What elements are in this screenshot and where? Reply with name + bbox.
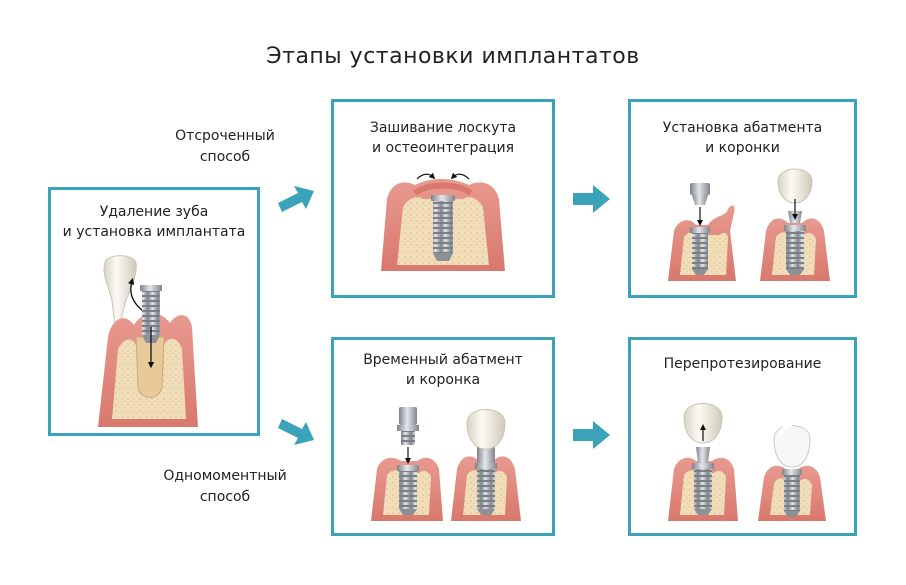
delayed-method-label: Отсроченный способ (175, 128, 275, 165)
arrow-removal-to-temporary (278, 419, 314, 445)
arrow-temporary-to-reprosthetics (573, 421, 610, 449)
suturing-illustration (381, 172, 505, 271)
stage-label-abutment-install: Установка абатмента и коронки (662, 120, 823, 156)
stage-label-removal: Удаление зуба и установка имплантата (62, 204, 246, 240)
stage-box-reprosthetics: Перепротезирование (628, 337, 857, 536)
temporary-abutment-illustration (371, 407, 521, 521)
stage-label-temporary: Временный абатмент и коронка (363, 352, 523, 388)
arrow-removal-to-suturing (278, 186, 314, 212)
stage-box-abutment-install: Установка абатмента и коронки (628, 99, 857, 298)
stage-box-suturing: Зашивание лоскута и остеоинтеграция (331, 99, 555, 298)
immediate-method-label: Одномоментный способ (163, 468, 287, 505)
tooth-extraction-illustration (98, 255, 198, 427)
stage-box-temporary: Временный абатмент и коронка (331, 337, 555, 536)
stage-label-suturing: Зашивание лоскута и остеоинтеграция (369, 120, 517, 156)
abutment-install-illustration (668, 168, 830, 281)
stage-box-removal: Удаление зуба и установка имплантата (48, 187, 260, 436)
stage-label-reprosthetics: Перепротезирование (663, 356, 822, 372)
arrow-suturing-to-abutment (573, 185, 610, 213)
reprosthetics-illustration (668, 403, 826, 521)
diagram-title: Этапы установки имплантатов (266, 44, 640, 69)
